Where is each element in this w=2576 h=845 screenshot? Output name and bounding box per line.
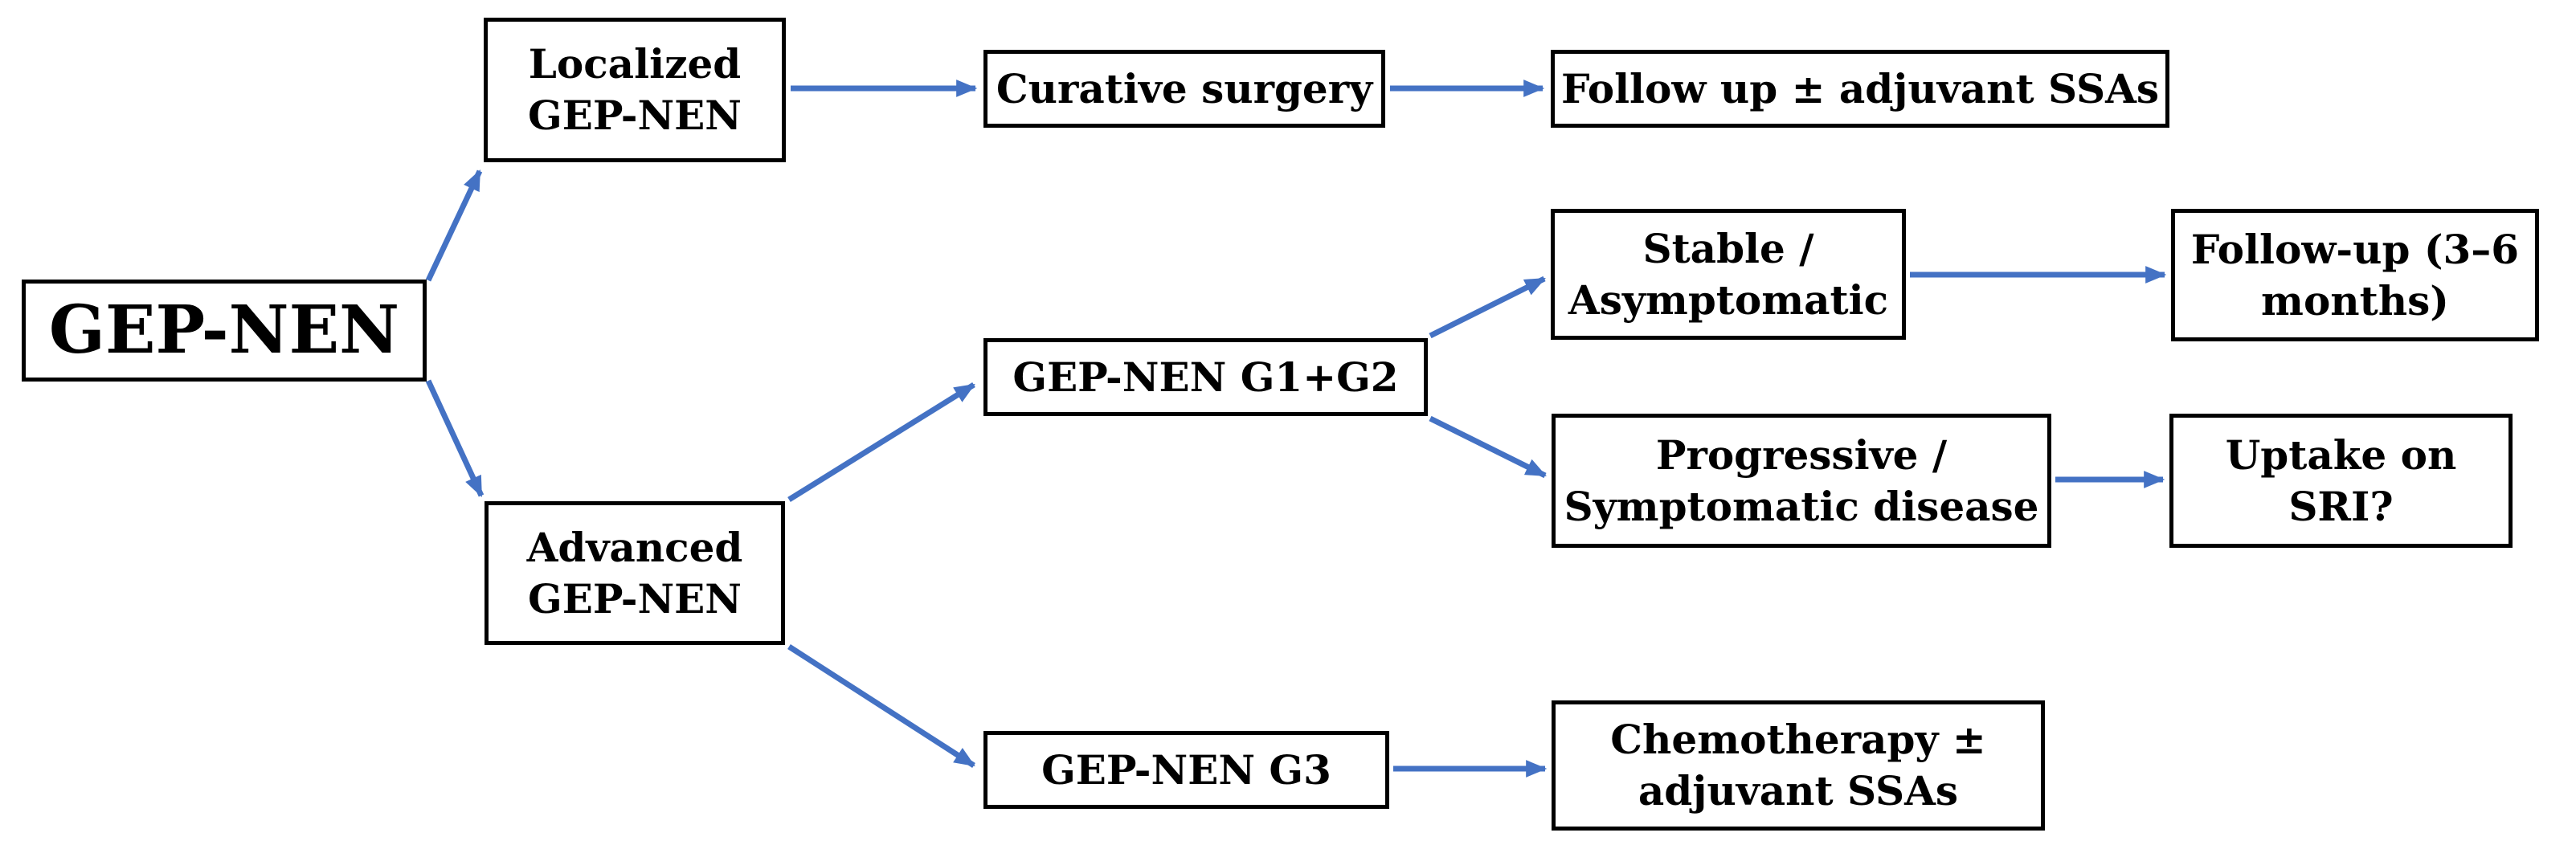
arrow-gepnen-to-localized <box>425 169 483 282</box>
node-chemotherapy-adjuvant-ssas: Chemotherapy ± adjuvant SSAs <box>1552 700 2045 831</box>
node-gep-nen-g1-g2: GEP-NEN G1+G2 <box>983 338 1428 416</box>
node-gep-nen-g3: GEP-NEN G3 <box>983 731 1389 809</box>
node-gep-nen: GEP-NEN <box>22 280 427 382</box>
arrow-gepnen-to-advanced <box>425 379 485 497</box>
node-localized-gep-nen: Localized GEP-NEN <box>484 18 786 162</box>
arrow-advanced-to-g1g2 <box>787 382 975 502</box>
node-advanced-gep-nen: Advanced GEP-NEN <box>485 501 785 645</box>
node-curative-surgery: Curative surgery <box>983 50 1385 128</box>
node-progressive-symptomatic-disease: Progressive / Symptomatic disease <box>1552 414 2051 548</box>
node-stable-asymptomatic: Stable / Asymptomatic <box>1551 209 1906 340</box>
arrow-g1g2-to-stable <box>1429 276 1546 339</box>
node-uptake-on-sri: Uptake on SRI? <box>2169 414 2513 548</box>
node-follow-up-adjuvant-ssas: Follow up ± adjuvant SSAs <box>1551 50 2169 128</box>
arrow-advanced-to-g3 <box>787 644 975 768</box>
arrow-g1g2-to-progressive <box>1429 415 1547 479</box>
node-follow-up-3-6-months: Follow-up (3–6 months) <box>2171 209 2539 341</box>
